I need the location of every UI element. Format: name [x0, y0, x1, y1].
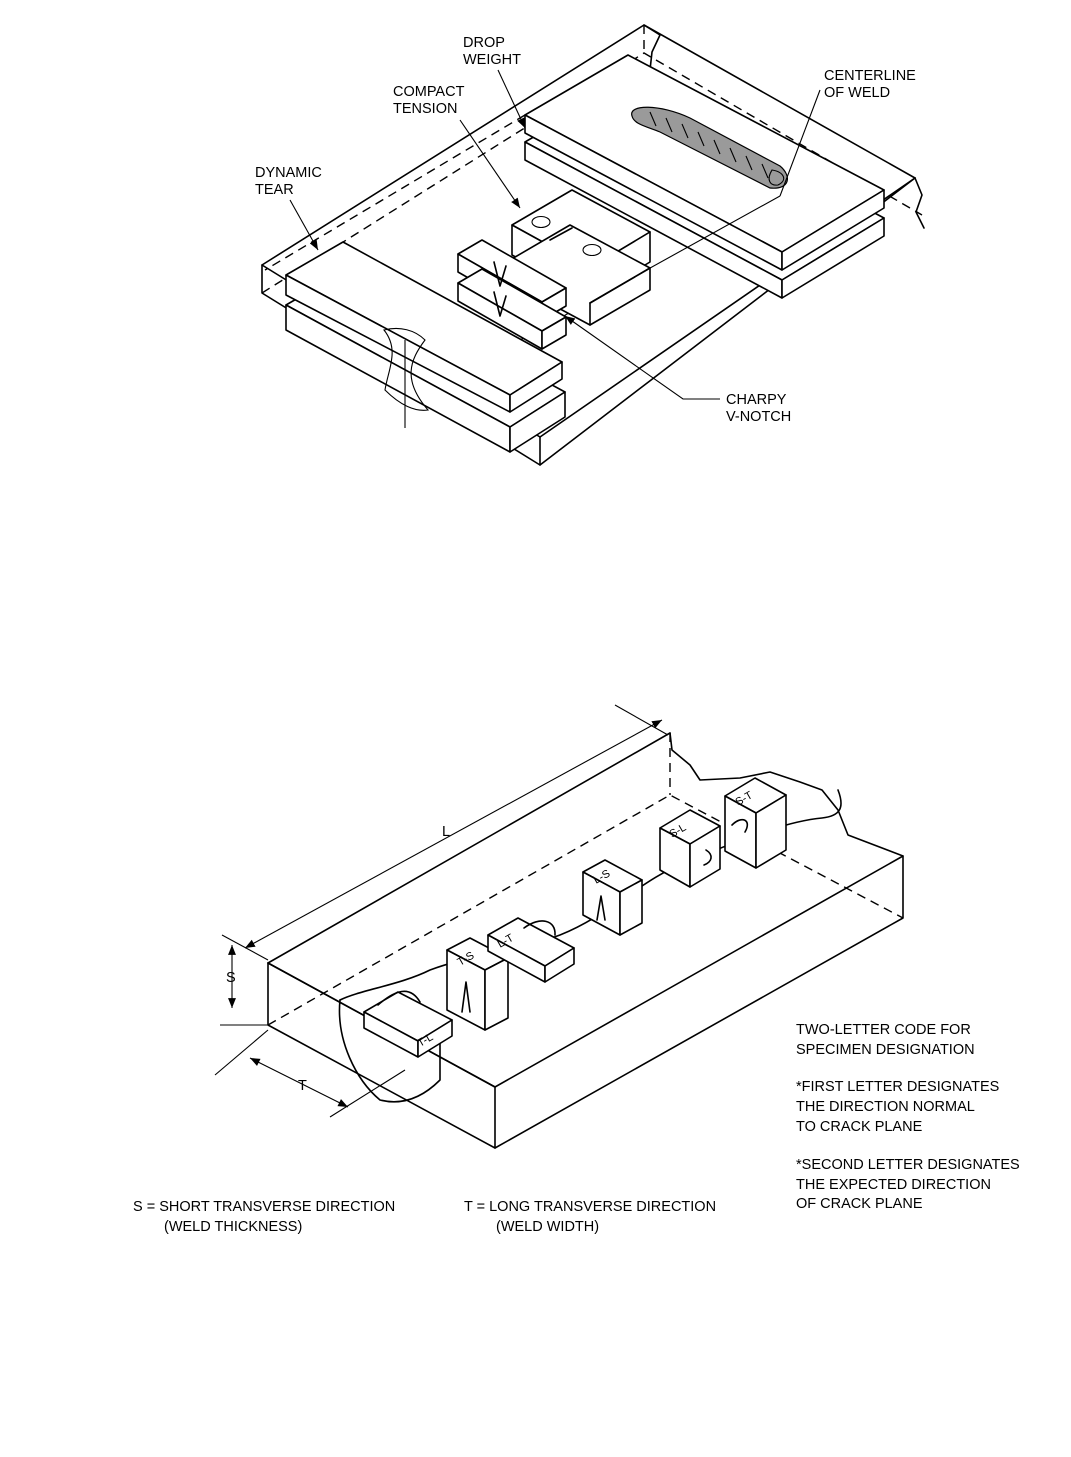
dynamic-tear-specimen [285, 241, 566, 453]
designation-notes: TWO-LETTER CODE FOR SPECIMEN DESIGNATION… [796, 1022, 1020, 1212]
legend-t-line1: T = LONG TRANSVERSE DIRECTION [464, 1199, 716, 1215]
specimen-l-s: L-S [582, 859, 643, 936]
note-line-1: TWO-LETTER CODE FOR [796, 1022, 971, 1038]
dim-label-s: S [226, 970, 236, 986]
legend-s-line1: S = SHORT TRANSVERSE DIRECTION [133, 1199, 395, 1215]
bottom-figure: L S T T-L T-S L-T [133, 704, 1020, 1235]
specimen-t-s: T-S [446, 937, 509, 1031]
direction-legend: S = SHORT TRANSVERSE DIRECTION (WELD THI… [133, 1199, 716, 1235]
note-line-8: OF CRACK PLANE [796, 1196, 923, 1212]
dimension-lines [214, 704, 669, 1118]
dim-label-t: T [298, 1078, 307, 1094]
specimen-l-t: L-T [487, 917, 575, 983]
dim-label-l: L [442, 824, 450, 840]
weld-bead [631, 106, 788, 189]
legend-s-line2: (WELD THICKNESS) [164, 1219, 302, 1235]
note-line-4: THE DIRECTION NORMAL [796, 1099, 975, 1115]
weld-cross-section [383, 327, 430, 428]
note-line-3: *FIRST LETTER DESIGNATES [796, 1079, 999, 1095]
note-line-2: SPECIMEN DESIGNATION [796, 1042, 975, 1058]
note-line-5: TO CRACK PLANE [796, 1119, 923, 1135]
dim-l-line [244, 719, 663, 949]
note-line-6: *SECOND LETTER DESIGNATES [796, 1157, 1020, 1173]
dim-t-line [249, 1057, 349, 1108]
legend-t-line2: (WELD WIDTH) [496, 1219, 599, 1235]
specimen-t-l: T-L [363, 990, 453, 1058]
charpy-v-notch-specimens [457, 239, 567, 350]
top-leaders [289, 69, 720, 400]
note-line-7: THE EXPECTED DIRECTION [796, 1177, 991, 1193]
specimen-s-t: S-T [724, 777, 787, 869]
specimen-s-l: S-L [659, 809, 721, 888]
compact-tension-specimen [509, 189, 651, 326]
